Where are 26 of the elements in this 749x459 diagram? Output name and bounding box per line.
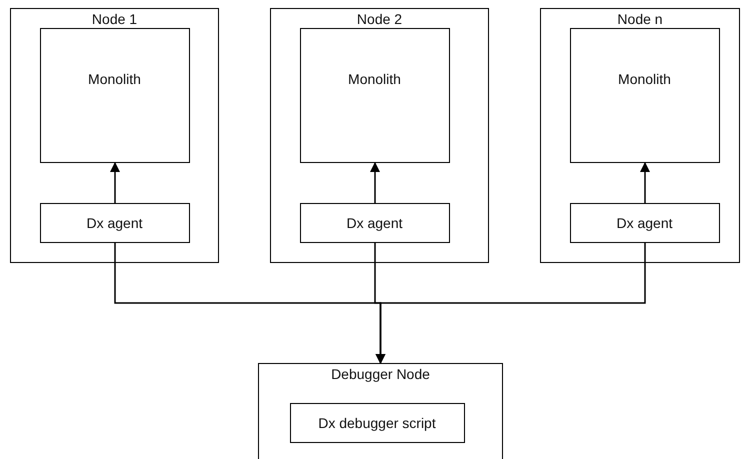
node-container <box>10 8 219 263</box>
arrow <box>370 162 380 203</box>
monolith-box <box>300 28 450 162</box>
box-label: Monolith <box>88 70 141 86</box>
arrow <box>376 243 646 364</box>
box-label: Dx agent <box>86 214 143 230</box>
monolith-box <box>40 28 190 162</box>
box-label: Dx debugger script <box>318 414 436 430</box>
box-label: Dx agent <box>616 214 673 230</box>
node-container <box>540 8 740 263</box>
box-label: Dx agent <box>346 214 403 230</box>
arrow <box>110 162 120 203</box>
node-container <box>258 363 503 459</box>
node-container <box>270 8 489 263</box>
process-box <box>300 202 450 242</box>
node-title: Node 1 <box>92 11 138 27</box>
process-box <box>290 402 464 442</box>
node-title: Node n <box>617 11 663 27</box>
node-title: Node 2 <box>356 11 402 27</box>
box-label: Monolith <box>618 70 671 86</box>
process-box <box>570 202 720 242</box>
node-title: Debugger Node <box>331 366 430 382</box>
box-label: Monolith <box>348 70 401 86</box>
process-box <box>40 202 190 242</box>
monolith-box <box>570 28 720 162</box>
arrow <box>640 162 650 203</box>
